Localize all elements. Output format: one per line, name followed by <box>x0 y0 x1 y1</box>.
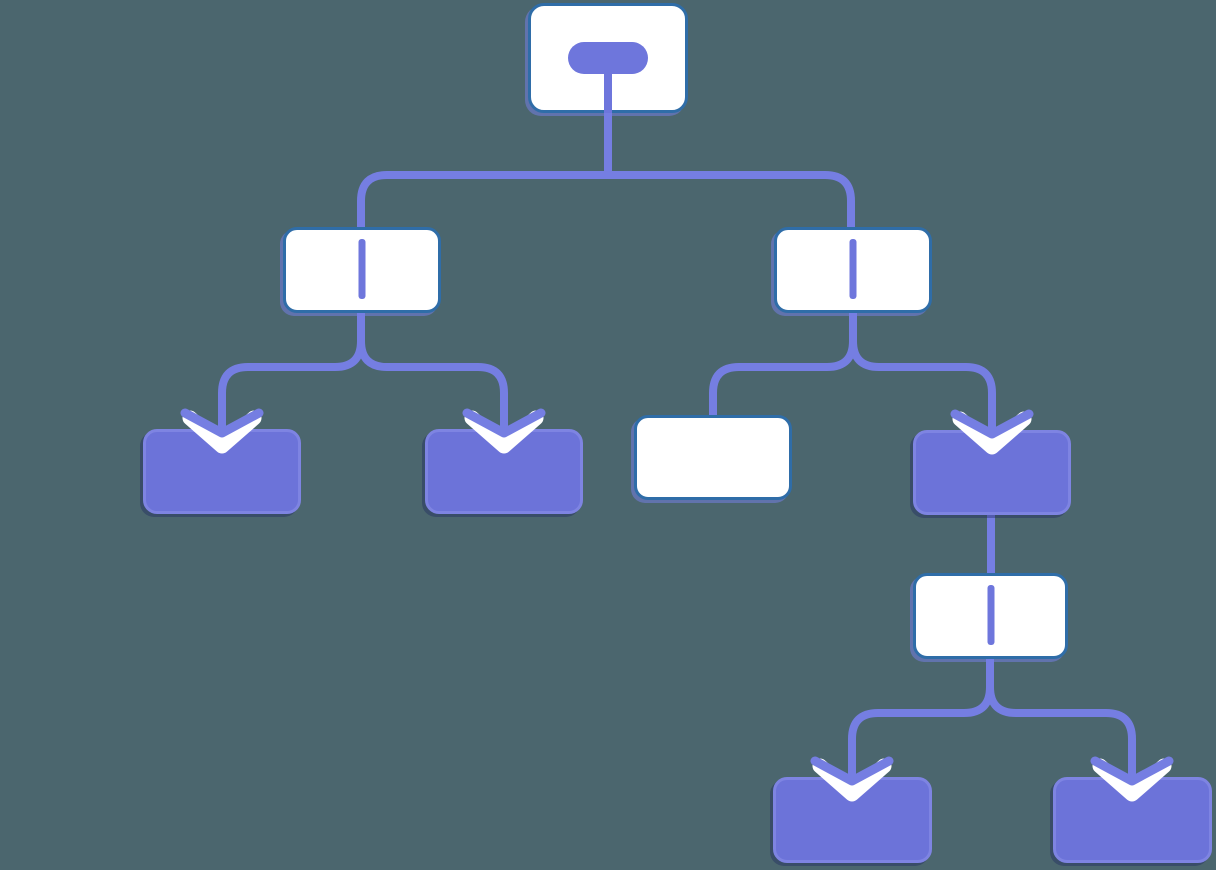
vertical-bar-icon <box>358 239 366 299</box>
node-branch-left[interactable] <box>283 227 441 313</box>
root-topic-pill-icon <box>568 42 648 74</box>
node-collapsed-right[interactable] <box>913 430 1071 515</box>
root-stem-line <box>604 70 612 113</box>
node-branch-bottom[interactable] <box>913 573 1068 659</box>
node-collapsed-left-1[interactable] <box>143 429 301 514</box>
node-collapsed-left-2[interactable] <box>425 429 583 514</box>
node-root[interactable] <box>528 3 688 113</box>
node-leaf-empty[interactable] <box>634 415 792 500</box>
node-collapsed-bottom-2[interactable] <box>1053 777 1212 863</box>
node-branch-right[interactable] <box>774 227 932 313</box>
node-collapsed-bottom-1[interactable] <box>773 777 932 863</box>
vertical-bar-icon <box>987 585 994 645</box>
vertical-bar-icon <box>849 239 857 299</box>
